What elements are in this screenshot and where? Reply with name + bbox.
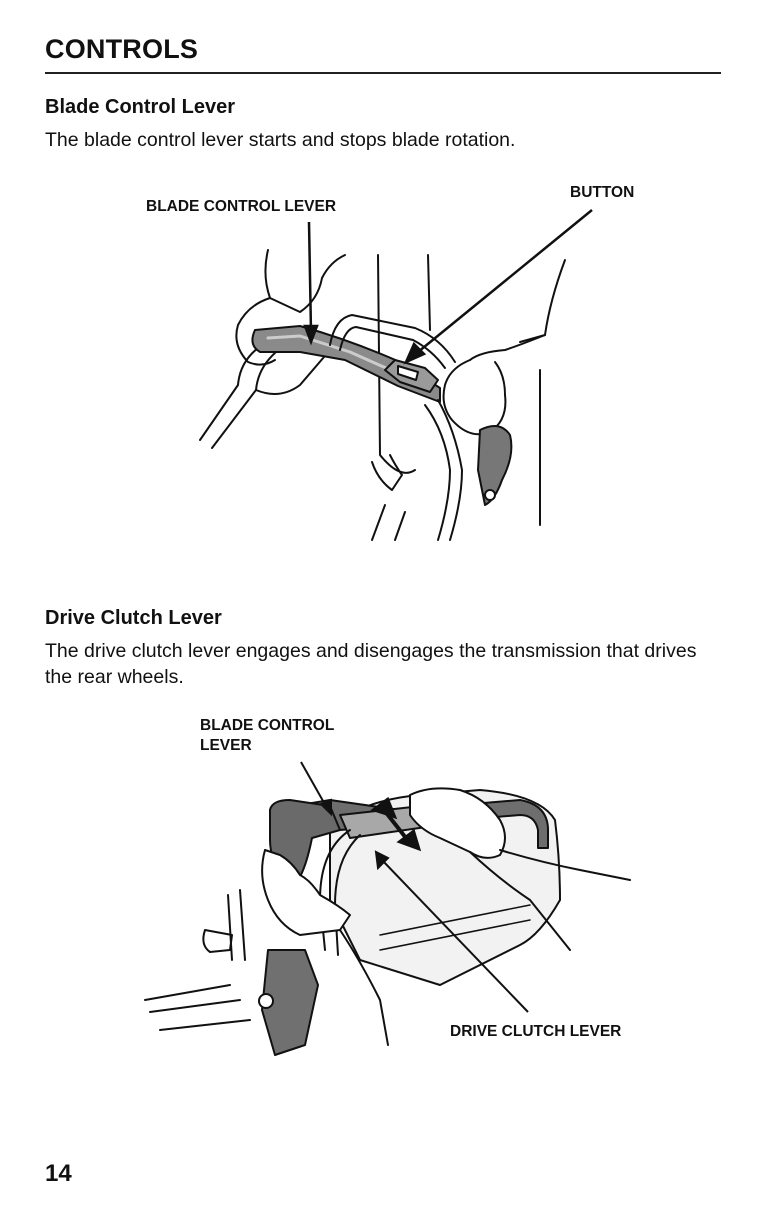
blade-control-lever-illustration: BLADE CONTROL LEVER BUTTON	[0, 175, 774, 555]
drive-clutch-lever-illustration: BLADE CONTROL LEVER DRIVE CLUTCH LEVER	[0, 710, 774, 1070]
page-number: 14	[45, 1160, 72, 1188]
section-body-blade-control-lever: The blade control lever starts and stops…	[45, 127, 725, 153]
section-body-drive-clutch-lever: The drive clutch lever engages and disen…	[45, 638, 725, 690]
title-rule	[45, 72, 721, 74]
page-title: CONTROLS	[45, 34, 198, 65]
drive-clutch-lever-drawing	[0, 710, 774, 1070]
label-button: BUTTON	[570, 183, 634, 203]
label-blade-control-lever: BLADE CONTROL LEVER	[146, 197, 336, 217]
blade-control-lever-drawing	[0, 175, 774, 555]
label-drive-clutch-lever: DRIVE CLUTCH LEVER	[450, 1022, 621, 1042]
section-heading-blade-control-lever: Blade Control Lever	[45, 96, 235, 119]
label-blade-control-lever-2: BLADE CONTROL LEVER	[200, 716, 334, 756]
section-heading-drive-clutch-lever: Drive Clutch Lever	[45, 607, 222, 630]
